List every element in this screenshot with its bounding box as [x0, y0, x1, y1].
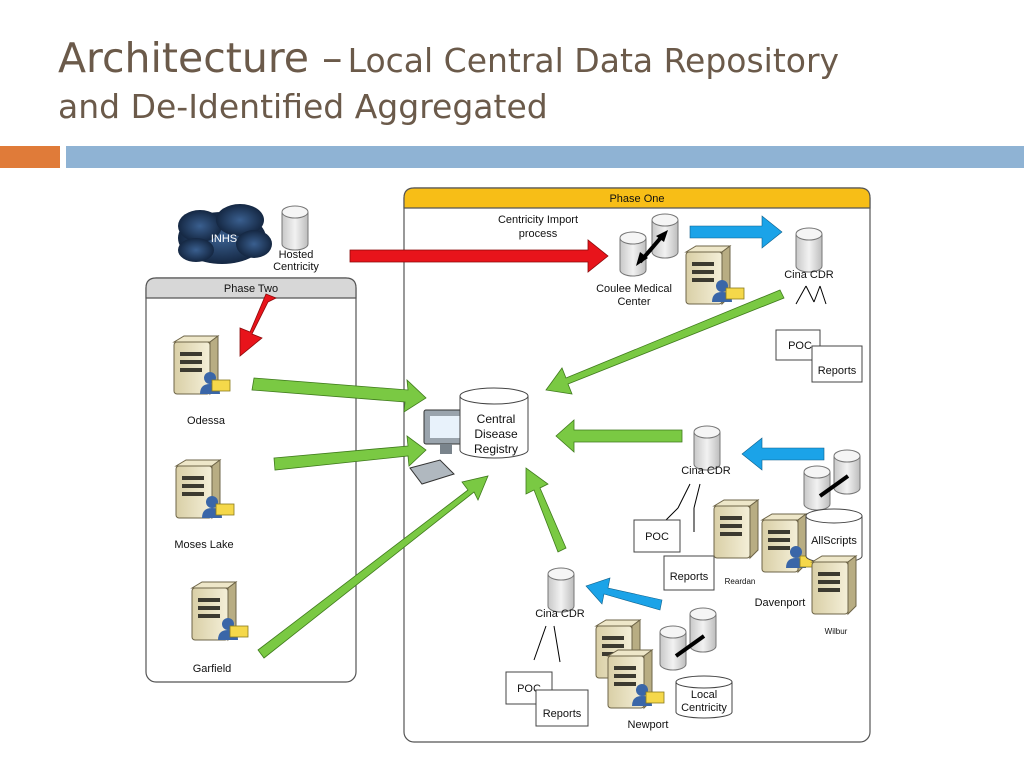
accent-bar-blue [66, 146, 1024, 168]
poc-mid-label: POC [645, 531, 669, 543]
green-arrow-odessa [251, 377, 427, 413]
cina-cdr-mid-db-icon [693, 425, 721, 471]
green-arrow-cina-mid [555, 419, 683, 453]
green-arrow-cina-top [545, 289, 785, 395]
poc-top-label: POC [788, 340, 812, 352]
slide-title: Architecture – Local Central Data Reposi… [58, 34, 998, 127]
import-label-2: process [519, 228, 558, 240]
cina-cdr-top-db-icon [795, 227, 823, 273]
reports-top-label: Reports [818, 365, 857, 377]
title-line2: and De-Identified Aggregated [58, 87, 548, 127]
accent-bar-orange [0, 146, 60, 168]
title-main: Architecture – [58, 34, 343, 82]
local-label-2: Centricity [681, 702, 727, 714]
garfield-label: Garfield [193, 663, 232, 675]
reardan-server-icon [713, 499, 759, 559]
green-arrow-garfield [257, 475, 489, 659]
blue-arrow-to-cina-bot [585, 577, 663, 611]
wilbur-label: Wilbur [825, 627, 848, 636]
hosted-centricity-db-icon [281, 205, 309, 251]
inhs-label: INHS [211, 233, 237, 245]
newport-label: Newport [628, 719, 669, 731]
mid-data-db-icon [803, 465, 831, 511]
central-registry-db-icon [459, 387, 529, 459]
cina-cdr-bot-db-icon [547, 567, 575, 613]
blue-arrow-to-cina-mid [741, 437, 825, 471]
newport-data-db-icon [659, 625, 687, 671]
phase-one-label: Phase One [609, 193, 664, 205]
hosted-label-2: Centricity [273, 261, 319, 273]
green-arrow-cina-bot [525, 467, 567, 553]
allscripts-label: AllScripts [811, 535, 857, 547]
inhs-cloud-icon: INHS [178, 204, 272, 264]
reardan-label: Reardan [725, 577, 756, 586]
import-label-1: Centricity Import [498, 214, 578, 226]
cdr-label-1: Central [477, 412, 516, 426]
title-rest: Local Central Data Repository [347, 41, 840, 80]
local-centricity-db-icon [675, 675, 733, 719]
moses-lake-label: Moses Lake [174, 539, 233, 551]
red-arrow-to-odessa [239, 293, 277, 357]
central-registry-computer-icon [409, 409, 467, 485]
cina-mid-label: Cina CDR [681, 465, 731, 477]
allscripts-db-icon [805, 508, 863, 564]
coulee-label-2: Center [617, 296, 650, 308]
mid-centricity-db-icon [833, 449, 861, 495]
reports-mid: Reports [663, 555, 715, 591]
wilbur-server-icon [811, 555, 857, 615]
reports-mid-label: Reports [670, 571, 709, 583]
davenport-label: Davenport [755, 597, 806, 609]
odessa-label: Odessa [187, 415, 226, 427]
poc-bot-label: POC [517, 683, 541, 695]
cdr-label-3: Registry [474, 442, 518, 456]
cina-bot-label: Cina CDR [535, 608, 585, 620]
green-arrow-moses [273, 435, 427, 471]
local-label-1: Local [691, 689, 717, 701]
reports-bot: Reports [535, 689, 589, 727]
cdr-label-2: Disease [474, 427, 518, 441]
phase-two-label: Phase Two [224, 283, 278, 295]
coulee-label-1: Coulee Medical [596, 283, 672, 295]
cina-top-label: Cina CDR [784, 269, 834, 281]
reports-bot-label: Reports [543, 708, 582, 720]
blue-arrow-coulee-to-cina [689, 215, 783, 249]
phase-one-box: Phase One [403, 187, 871, 743]
hosted-label-1: Hosted [279, 249, 314, 261]
red-arrow-hosted-to-coulee [349, 239, 609, 273]
poc-mid: POC [633, 519, 681, 553]
reports-top: Reports [811, 345, 863, 383]
